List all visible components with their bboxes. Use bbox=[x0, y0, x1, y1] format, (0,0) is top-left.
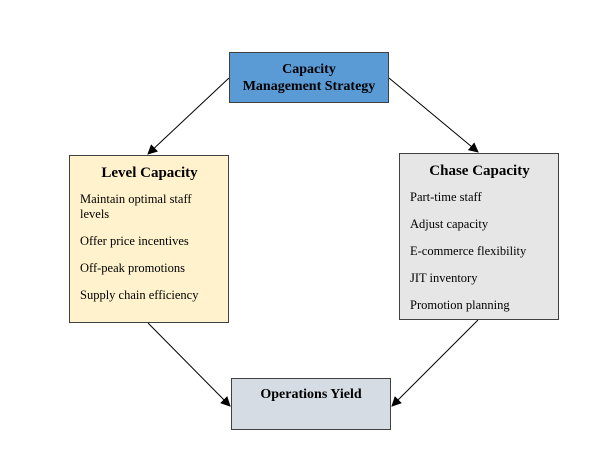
level-capacity-item: Offer price incentives bbox=[80, 234, 189, 248]
chase-capacity-list: Part-time staff Adjust capacity E-commer… bbox=[410, 190, 549, 313]
level-capacity-item: Supply chain efficiency bbox=[80, 288, 199, 302]
arrow-chase-to-yield bbox=[391, 319, 479, 407]
arrow-level-to-yield bbox=[147, 322, 231, 407]
level-capacity-item: Maintain optimal staff levels bbox=[80, 192, 192, 221]
chase-capacity-box: Chase Capacity Part-time staff Adjust ca… bbox=[399, 153, 559, 320]
chase-capacity-item: E-commerce flexibility bbox=[410, 244, 527, 258]
capacity-management-strategy-title: Capacity Management Strategy bbox=[242, 61, 376, 94]
arrow-strategy-to-level bbox=[147, 77, 230, 155]
chase-capacity-item: Part-time staff bbox=[410, 190, 482, 204]
arrow-strategy-to-chase bbox=[388, 77, 479, 153]
level-capacity-box: Level Capacity Maintain optimal staff le… bbox=[69, 155, 229, 323]
operations-yield-title: Operations Yield bbox=[260, 387, 362, 402]
capacity-management-strategy-box: Capacity Management Strategy bbox=[229, 52, 389, 103]
operations-yield-box: Operations Yield bbox=[231, 378, 391, 430]
chase-capacity-item: Promotion planning bbox=[410, 298, 510, 312]
chase-capacity-item: Adjust capacity bbox=[410, 217, 489, 231]
level-capacity-title: Level Capacity bbox=[101, 165, 198, 181]
level-capacity-item: Off-peak promotions bbox=[80, 261, 185, 275]
chase-capacity-item: JIT inventory bbox=[410, 271, 478, 285]
level-capacity-list: Maintain optimal staff levels Offer pric… bbox=[80, 192, 219, 303]
chase-capacity-title: Chase Capacity bbox=[429, 163, 530, 179]
